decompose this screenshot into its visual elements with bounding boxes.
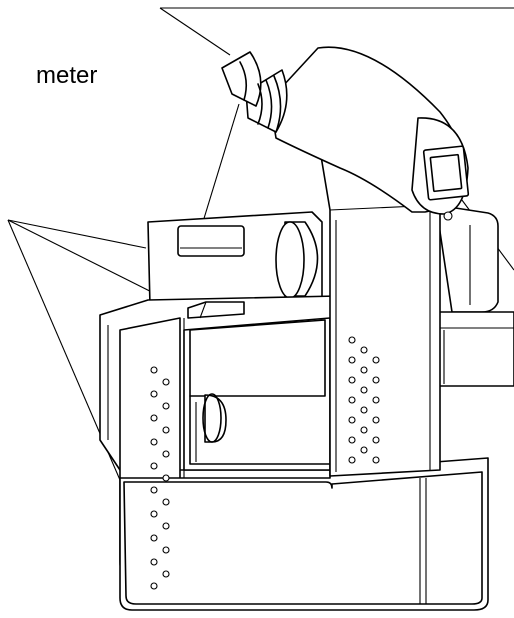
bottom-tray bbox=[119, 457, 489, 611]
label-meter: meter bbox=[36, 62, 98, 89]
base-body bbox=[99, 295, 339, 593]
vent-holes-front bbox=[150, 366, 170, 590]
rear-side-housing bbox=[435, 204, 514, 387]
cylinder-joint bbox=[275, 221, 319, 299]
vent-holes-column bbox=[348, 336, 380, 464]
pivot-head bbox=[221, 46, 470, 221]
